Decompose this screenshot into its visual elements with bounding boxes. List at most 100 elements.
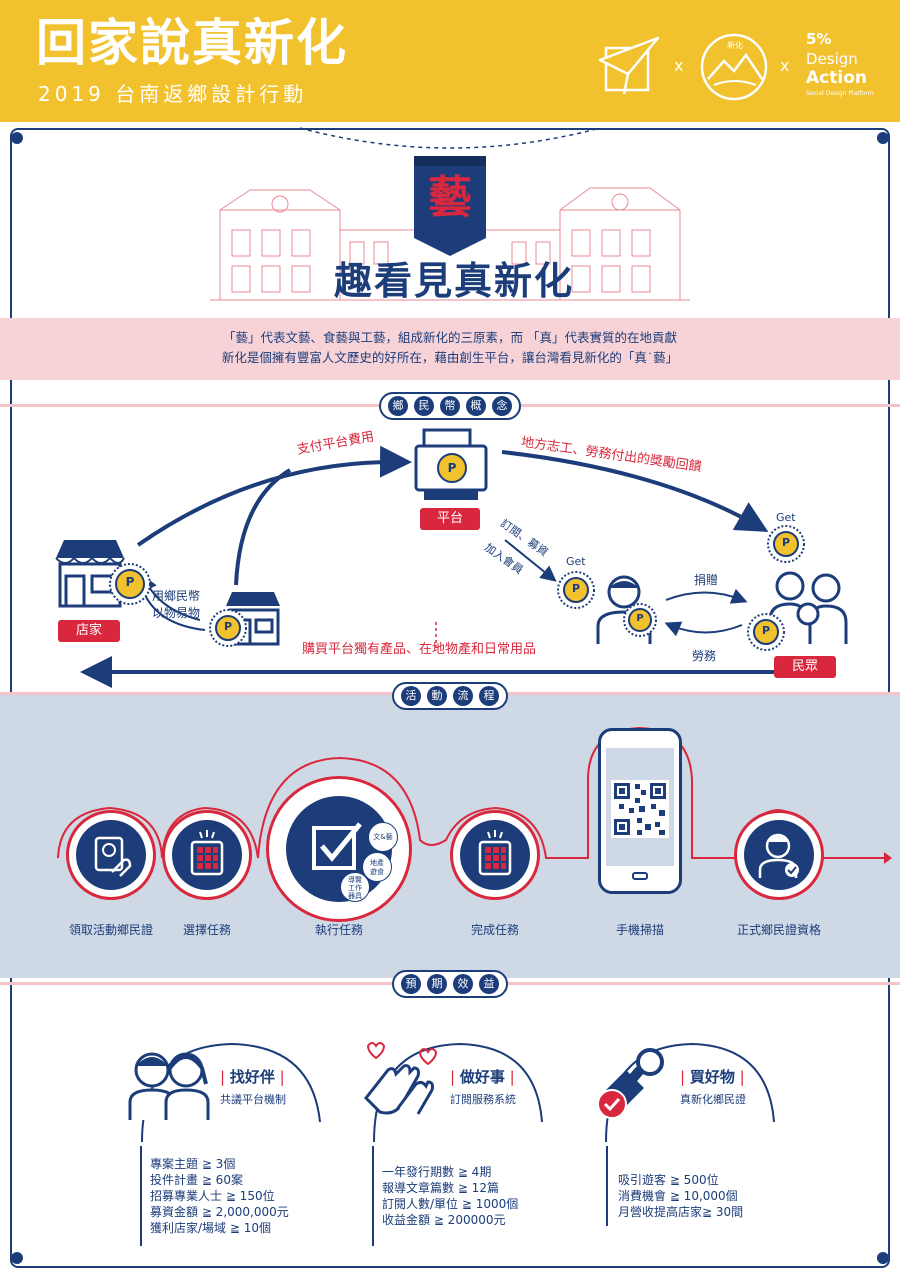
category-3-title: | 買好物 | [680, 1070, 745, 1085]
section2-char: 程 [479, 686, 499, 706]
frame-rivet [877, 1252, 889, 1264]
step-6-label: 正式鄉民證資格 [736, 923, 821, 937]
category-3-rule [606, 1146, 608, 1226]
donate-label: 捐贈 [694, 573, 719, 587]
list-item: 募資金額 ≧ 2,000,000元 [150, 1205, 289, 1219]
brand-percent: 5% [806, 30, 832, 48]
brand-separator-1: x [674, 56, 684, 75]
coin-letter: P [125, 575, 135, 589]
section2-heading: 活 動 流 程 [392, 682, 508, 710]
brand-action: Action [806, 68, 867, 88]
category-2-list: 一年發行期數 ≧ 4期 報導文章篇數 ≧ 12篇 訂閱人數/單位 ≧ 1000個… [382, 1164, 518, 1228]
section1-heading: 鄉 民 幣 概 念 [379, 392, 521, 420]
list-item: 獲利店家/場域 ≧ 10個 [150, 1221, 271, 1235]
section3-char: 預 [401, 974, 421, 994]
shop-label: 店家 [58, 620, 120, 642]
step-2-label: 選擇任務 [182, 923, 231, 937]
brand-tagline: Social Design Platform [806, 90, 874, 97]
step-4-label: 完成任務 [470, 923, 519, 937]
category-2-title: | 做好事 | [450, 1070, 515, 1085]
category-2-sub: 訂閱服務系統 [450, 1093, 516, 1106]
category-1-rule [140, 1146, 142, 1246]
hero-headline: 趣看見真新化 [333, 259, 574, 303]
title-bar: | [504, 1068, 515, 1086]
id-card-hand-icon [94, 836, 132, 877]
task-complete-grid-icon [478, 830, 512, 876]
banner-char: 藝 [428, 172, 472, 223]
list-item: 專案主題 ≧ 3個 [150, 1157, 236, 1171]
list-item: 吸引遊客 ≧ 500位 [618, 1173, 719, 1187]
title-bar: | [734, 1068, 745, 1086]
verified-user-icon [758, 833, 799, 878]
section1-char: 念 [492, 396, 512, 416]
step-1-label: 領取活動鄉民證 [68, 923, 153, 937]
coin-icon [623, 603, 657, 637]
page-title: 回家說真新化 [36, 14, 348, 72]
coin-icon [747, 613, 785, 651]
get-label-1: Get [566, 555, 586, 568]
category-1-list: 專案主題 ≧ 3個 投件計畫 ≧ 60案 招募專業人士 ≧ 150位 募資金額 … [150, 1156, 289, 1236]
partners-icon [128, 1052, 210, 1120]
platform-machine-icon [414, 428, 488, 500]
paper-plane-logo-icon [598, 36, 660, 95]
step-6-circle [744, 820, 814, 890]
coin-letter: P [761, 624, 771, 637]
task-grid-icon [190, 830, 224, 876]
old-street-building-illustration [210, 187, 690, 301]
people-label: 民眾 [774, 656, 836, 678]
step-3-label: 執行任務 [314, 923, 363, 937]
coin-icon [767, 525, 805, 563]
mini-bubble: 文&藝 [368, 822, 398, 852]
list-item: 收益金額 ≧ 200000元 [382, 1213, 506, 1227]
list-item: 投件計畫 ≧ 60案 [150, 1173, 243, 1187]
list-item: 訂閱人數/單位 ≧ 1000個 [382, 1197, 519, 1211]
list-item: 報導文章篇數 ≧ 12篇 [382, 1181, 499, 1195]
title-bar: | [450, 1068, 460, 1086]
section1-char: 概 [466, 396, 486, 416]
category-1-title: | 找好伴 | [220, 1070, 285, 1085]
barter-text: 用鄉民幣 以物易物 [152, 588, 200, 622]
list-item: 月營收提高店家≧ 30間 [618, 1205, 744, 1219]
get-label-2: Get [776, 511, 796, 524]
category-3-sub: 真新化鄉民證 [680, 1093, 746, 1106]
mini-bubble: 導覽 工作 器具 [340, 872, 370, 902]
title-bar: | [274, 1068, 285, 1086]
banner-flag [414, 156, 486, 256]
coin-icon [109, 563, 151, 605]
phone-home-button [632, 872, 648, 880]
coin-letter: P [781, 536, 791, 549]
list-item: 招募專業人士 ≧ 150位 [150, 1189, 275, 1203]
step-5-label: 手機掃描 [615, 923, 664, 937]
intro-band [0, 318, 900, 380]
category-2-title-text: 做好事 [459, 1068, 505, 1086]
checkbox-icon [312, 822, 362, 870]
coin-letter: P [636, 613, 644, 624]
platform-label: 平台 [420, 508, 480, 530]
section2-char: 動 [427, 686, 447, 706]
category-3-list: 吸引遊客 ≧ 500位 消費機會 ≧ 10,000個 月營收提高店家≧ 30間 [618, 1172, 743, 1220]
intro-line-1: 「藝」代表文藝、食藝與工藝，組成新化的三原素，而 「真」代表實質的在地貢獻 [223, 330, 677, 345]
coin-icon [557, 571, 595, 609]
frame-rivet [11, 132, 23, 144]
brand-separator-2: x [780, 56, 790, 75]
qr-code-icon [611, 780, 669, 838]
section2-char: 流 [453, 686, 473, 706]
buy-label: 購買平台獨有產品、在地物產和日常用品 [302, 642, 537, 657]
platform-coin-letter: P [447, 461, 457, 475]
intro-line-2: 新化是個擁有豐富人文歷史的好所在，藉由創生平台，讓台灣看見新化的「真˙藝」 [221, 350, 679, 365]
section1-char: 鄉 [388, 396, 408, 416]
frame-rivet [877, 132, 889, 144]
brand-design: Design [806, 50, 858, 68]
section2-char: 活 [401, 686, 421, 706]
section1-char: 幣 [440, 396, 460, 416]
stamp-icon [597, 1048, 664, 1119]
category-1-sub: 共議平台機制 [220, 1093, 286, 1106]
section3-heading: 預 期 效 益 [392, 970, 508, 998]
intro-text: 「藝」代表文藝、食藝與工藝，組成新化的三原素，而 「真」代表實質的在地貢獻 新化… [0, 328, 900, 368]
mountain-seal-logo-icon [700, 33, 768, 101]
section3-char: 效 [453, 974, 473, 994]
list-item: 一年發行期數 ≧ 4期 [382, 1165, 492, 1179]
frame-rivet [11, 1252, 23, 1264]
labor-label: 勞務 [692, 649, 717, 663]
coin-flow-arrows [80, 445, 800, 688]
